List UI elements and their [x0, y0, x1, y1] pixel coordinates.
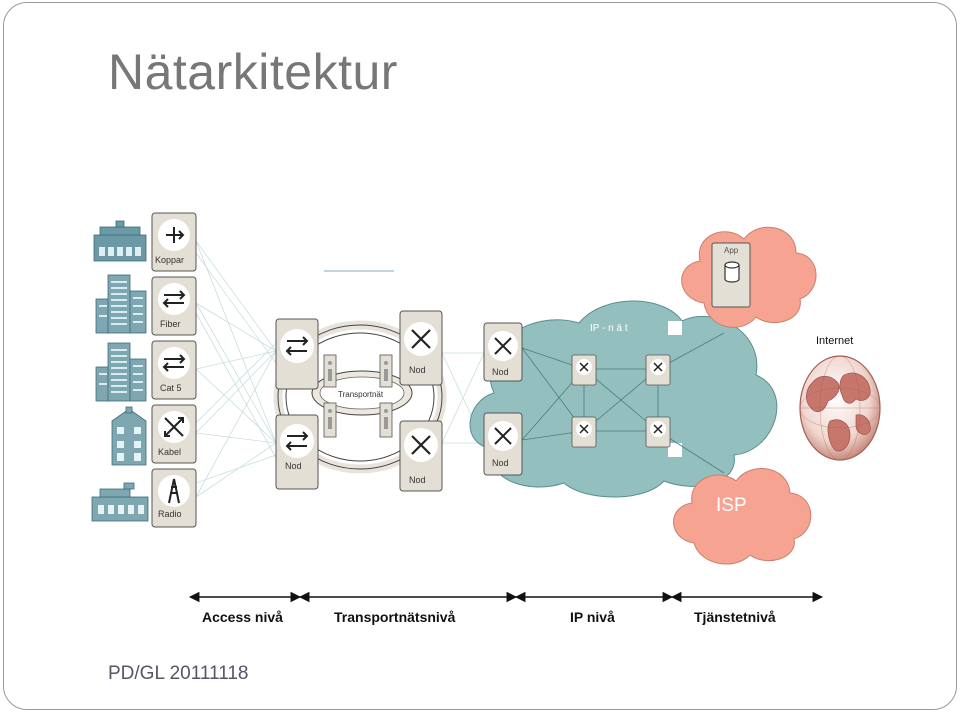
access-device-cat5	[151, 340, 197, 400]
transport-node-1	[275, 318, 319, 390]
slide: Nätarkitektur	[3, 2, 957, 710]
access-label-radio: Radio	[158, 509, 182, 519]
access-label-fiber: Fiber	[160, 319, 181, 329]
transport-node-2	[275, 414, 319, 490]
ip-network-label: IP - n ä t	[590, 323, 628, 334]
node-label-transport-1: Nod	[285, 461, 302, 471]
internet-label: Internet	[816, 335, 853, 347]
transport-node-4	[399, 420, 443, 492]
access-label-kabel: Kabel	[158, 447, 181, 457]
transport-ring	[273, 320, 447, 474]
ip-core-router-3	[571, 416, 597, 448]
level-label-access: Access nivå	[202, 609, 283, 625]
node-label-transport-3: Nod	[409, 475, 426, 485]
access-device-radio	[151, 468, 197, 528]
app-label: App	[724, 246, 739, 255]
node-label-transport-2: Nod	[409, 365, 426, 375]
level-label-transport: Transportnätsnivå	[334, 609, 456, 625]
transport-node-3	[399, 310, 443, 386]
access-device-fiber	[151, 276, 197, 336]
app-cloud	[681, 226, 817, 328]
building-cat5-icon	[95, 342, 147, 402]
ip-node-1	[483, 322, 523, 382]
building-fiber-icon	[95, 274, 147, 334]
building-koppar-icon	[93, 220, 147, 262]
isp-label: ISP	[716, 495, 747, 516]
internet-globe-icon	[799, 355, 881, 461]
access-label-cat5: Cat 5	[160, 383, 182, 393]
access-links	[195, 240, 485, 498]
building-radio-icon	[91, 482, 149, 522]
footer-text: PD/GL 20111118	[108, 663, 249, 684]
level-label-ip: IP nivå	[570, 609, 615, 625]
node-label-ip-2: Nod	[492, 458, 509, 468]
network-diagram: Koppar Fiber Cat 5 Kabel Radio Nod Nod N…	[91, 212, 881, 603]
ip-core-router-4	[645, 416, 671, 448]
transport-network-label: Transportnät	[338, 390, 384, 399]
ip-node-2	[483, 412, 523, 476]
page-title: Nätarkitektur	[108, 44, 398, 100]
access-label-koppar: Koppar	[155, 255, 184, 265]
node-label-ip-1: Nod	[492, 367, 509, 377]
level-label-service: Tjänstetnivå	[694, 609, 776, 625]
isp-cloud	[673, 468, 812, 565]
building-kabel-icon	[111, 406, 147, 466]
access-device-koppar	[151, 212, 197, 272]
access-device-kabel	[151, 404, 197, 464]
ip-core-router-2	[645, 354, 671, 386]
ip-core-router-1	[571, 354, 597, 386]
